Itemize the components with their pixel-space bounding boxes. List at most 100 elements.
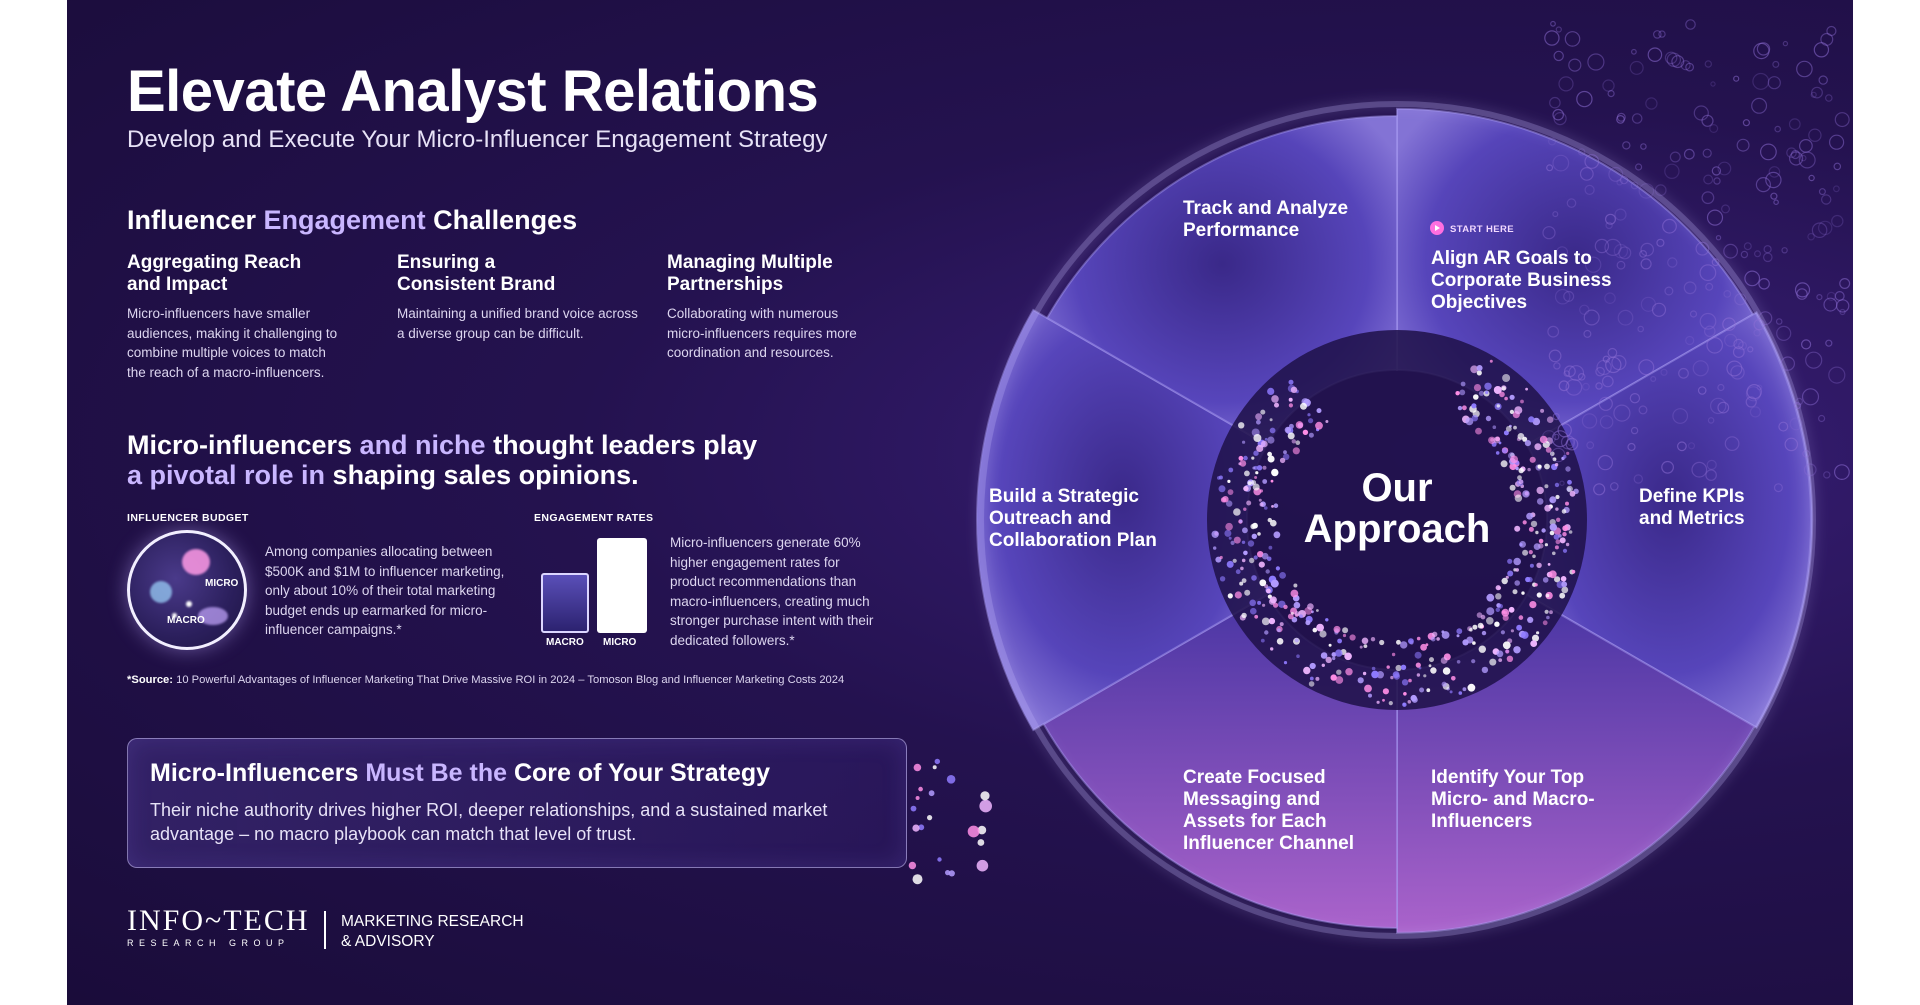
ring-dot bbox=[1538, 538, 1544, 544]
ring-dot bbox=[1234, 591, 1242, 599]
ring-dot bbox=[1255, 471, 1259, 475]
bg-dot bbox=[1707, 417, 1715, 424]
callout-dot bbox=[979, 799, 992, 813]
bg-dot bbox=[1711, 258, 1720, 267]
ring-dot bbox=[1244, 589, 1251, 596]
source-note: *Source: 10 Powerful Advantages of Influ… bbox=[127, 674, 844, 686]
ring-dot bbox=[1219, 555, 1223, 560]
ring-dot bbox=[1230, 540, 1235, 546]
bg-dot bbox=[1709, 397, 1727, 415]
bg-dot bbox=[1835, 299, 1850, 313]
bg-dot bbox=[1724, 333, 1738, 347]
ring-dot bbox=[1514, 525, 1521, 532]
ring-dot bbox=[1303, 666, 1311, 675]
ring-dot bbox=[1219, 576, 1226, 582]
bg-dot bbox=[1616, 114, 1625, 124]
bg-dot bbox=[1594, 238, 1610, 254]
pivotal-part-1: Micro-influencers bbox=[127, 430, 353, 460]
ring-dot bbox=[1430, 636, 1436, 642]
ring-dot bbox=[1562, 548, 1568, 553]
ring-dot bbox=[1456, 628, 1463, 635]
bg-dot bbox=[1753, 250, 1761, 258]
ring-dot bbox=[1552, 551, 1556, 556]
step-align-ar-goals: Align AR Goals to Corporate Business Obj… bbox=[1431, 248, 1612, 313]
bg-dot bbox=[1711, 166, 1722, 176]
callout-dot bbox=[915, 796, 920, 800]
ring-dot bbox=[1295, 440, 1301, 446]
bg-dot bbox=[1693, 105, 1709, 121]
ring-dot bbox=[1524, 440, 1531, 447]
bg-dot bbox=[1773, 483, 1783, 493]
ring-dot bbox=[1546, 416, 1554, 424]
bg-dot bbox=[1794, 282, 1811, 298]
ring-dot bbox=[1473, 394, 1479, 400]
bg-dot bbox=[1695, 241, 1710, 256]
bg-dot bbox=[1618, 246, 1632, 260]
callout-dot bbox=[977, 839, 985, 846]
challenge-multiple-partnerships: Managing Multiple Partnerships Collabora… bbox=[667, 252, 907, 363]
ring-dot bbox=[1273, 531, 1281, 539]
core-heading-accent: Must Be the bbox=[365, 759, 508, 787]
bg-dot bbox=[1601, 375, 1614, 388]
pivotal-part-3: thought leaders play bbox=[493, 430, 758, 460]
bg-dot bbox=[1705, 282, 1714, 291]
bg-dot bbox=[1752, 72, 1770, 90]
ring-dot bbox=[1486, 593, 1495, 602]
bg-dot bbox=[1669, 151, 1681, 163]
bg-dot bbox=[1736, 138, 1750, 152]
bg-dot bbox=[1604, 213, 1616, 225]
bg-dot bbox=[1664, 51, 1678, 65]
pie-highlight-shape bbox=[150, 581, 172, 603]
challenge-body: Micro-influencers have smaller audiences… bbox=[127, 306, 338, 380]
ring-dot bbox=[1504, 396, 1508, 401]
bg-dot bbox=[1817, 220, 1833, 236]
step-build-outreach-plan: Build a Strategic Outreach and Collabora… bbox=[989, 486, 1157, 551]
ring-dot bbox=[1561, 509, 1567, 514]
ring-dot bbox=[1508, 606, 1515, 613]
ring-dot bbox=[1416, 673, 1421, 677]
ring-dot bbox=[1270, 519, 1277, 527]
ring-dot bbox=[1518, 467, 1524, 474]
bg-dot bbox=[1631, 113, 1643, 124]
bg-dot bbox=[1613, 404, 1631, 422]
bg-dot bbox=[1817, 414, 1826, 423]
bg-dot bbox=[1555, 26, 1562, 33]
bg-dot bbox=[1605, 356, 1622, 374]
bg-dot bbox=[1805, 351, 1823, 369]
bg-dot bbox=[1630, 181, 1639, 190]
bg-dot bbox=[1749, 406, 1762, 418]
bg-dot bbox=[1689, 310, 1698, 318]
ring-dot bbox=[1227, 489, 1234, 495]
ring-dot bbox=[1271, 395, 1279, 403]
bg-dot bbox=[1638, 359, 1655, 376]
bg-dot bbox=[1703, 174, 1714, 185]
ring-dot bbox=[1505, 649, 1510, 654]
ring-dot bbox=[1462, 639, 1469, 646]
ring-dot bbox=[1561, 586, 1569, 594]
bg-dot bbox=[1584, 154, 1600, 169]
engagement-description: Micro-influencers generate 60% higher en… bbox=[670, 535, 874, 648]
challenges-heading-accent: Engagement bbox=[263, 205, 426, 235]
bg-dot bbox=[1723, 290, 1732, 298]
ring-dot bbox=[1228, 536, 1232, 540]
bg-dot bbox=[1717, 161, 1732, 176]
ring-dot bbox=[1293, 601, 1301, 609]
ring-dot bbox=[1423, 674, 1427, 678]
division-name: MARKETING RESEARCH & ADVISORY bbox=[341, 912, 524, 952]
engagement-bar-macro bbox=[541, 573, 589, 633]
ring-dot bbox=[1566, 451, 1570, 455]
ring-dot bbox=[1501, 386, 1506, 391]
ring-dot bbox=[1267, 455, 1275, 463]
ring-dot bbox=[1382, 698, 1385, 702]
bg-dot bbox=[1558, 380, 1570, 392]
bg-dot bbox=[1808, 128, 1822, 142]
bg-dot bbox=[1552, 154, 1570, 172]
ring-dot bbox=[1478, 645, 1487, 653]
ring-dot bbox=[1316, 609, 1319, 612]
ring-dot bbox=[1250, 523, 1256, 530]
bg-dot bbox=[1660, 368, 1668, 376]
bg-dot bbox=[1795, 397, 1804, 406]
challenge-aggregating-reach: Aggregating Reach and Impact Micro-influ… bbox=[127, 252, 367, 382]
ring-dot bbox=[1541, 528, 1546, 533]
callout-dot bbox=[913, 763, 922, 772]
